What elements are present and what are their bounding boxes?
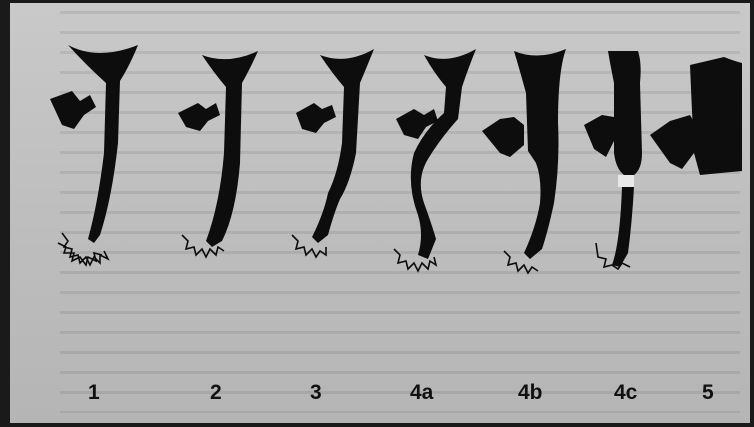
stage-4b-figure [482, 49, 566, 273]
stage-1-figure [50, 45, 138, 265]
printed-page: 1 2 3 4a 4b 4c 5 [10, 3, 750, 423]
stage-5-figure [650, 57, 742, 175]
stage-label-3: 3 [310, 381, 322, 405]
stage-3-figure [292, 49, 374, 257]
stage-label-1: 1 [88, 381, 100, 405]
stage-label-4c: 4c [614, 381, 637, 405]
stage-figures [10, 3, 750, 423]
stage-label-4b: 4b [518, 381, 543, 405]
stage-label-4a: 4a [410, 381, 433, 405]
stage-4c-figure [584, 51, 642, 269]
stage-label-5: 5 [702, 381, 714, 405]
stage-2-figure [178, 51, 258, 257]
stage-4a-figure [394, 49, 476, 271]
stage-4c-gap [618, 175, 634, 187]
stage-label-2: 2 [210, 381, 222, 405]
